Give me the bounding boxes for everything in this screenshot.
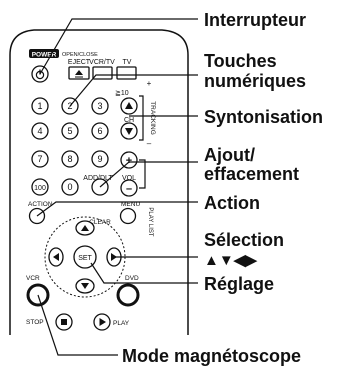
- eject-label: EJECT: [68, 59, 91, 66]
- add-dlt-label: ADD/DLT: [83, 175, 113, 182]
- eject-button[interactable]: [68, 66, 90, 80]
- up-arrow-icon: [81, 225, 89, 231]
- svg-text:–: –: [126, 183, 132, 195]
- stop-label: STOP: [26, 319, 44, 326]
- leader-reglage: [90, 262, 198, 284]
- vcr-tv-button[interactable]: [92, 66, 113, 80]
- digit-button-4[interactable]: 4: [31, 122, 49, 140]
- leader-mode: [37, 294, 118, 356]
- down-arrow-icon: [125, 128, 133, 135]
- callout-touches-line2: numériques: [204, 71, 306, 91]
- vol-minus-button[interactable]: –: [120, 179, 138, 197]
- ch-label: CH: [124, 117, 134, 124]
- play-button[interactable]: [93, 313, 111, 331]
- dpad-down-button[interactable]: [75, 278, 95, 294]
- digit-button-1[interactable]: 1: [31, 97, 49, 115]
- svg-text:4: 4: [37, 126, 42, 136]
- power-label-box: [29, 49, 59, 58]
- leader-action: [36, 201, 198, 217]
- digit-button-3[interactable]: 3: [91, 97, 109, 115]
- set-button[interactable]: SET: [73, 245, 97, 269]
- vcr-label: VCR: [26, 275, 40, 282]
- svg-text:6: 6: [97, 126, 102, 136]
- svg-text:9: 9: [97, 154, 102, 164]
- callout-interrupteur: Interrupteur: [204, 10, 306, 30]
- digit-button-100[interactable]: 100: [31, 178, 49, 196]
- digit-button-0[interactable]: 0: [61, 178, 79, 196]
- digit-button-6[interactable]: 6: [91, 122, 109, 140]
- left-arrow-icon: [53, 253, 59, 261]
- leader-ajout: [99, 161, 198, 188]
- vcr-tv-label: VCR/TV: [89, 59, 115, 66]
- menu-button[interactable]: [119, 207, 137, 225]
- svg-text:5: 5: [67, 126, 72, 136]
- callout-syntonisation: Syntonisation: [204, 107, 323, 127]
- digit-button-7[interactable]: 7: [31, 150, 49, 168]
- svg-text:–: –: [147, 139, 152, 148]
- callout-selection-arrows: ▲▼◀▶: [204, 252, 258, 269]
- stop-button[interactable]: [55, 313, 73, 331]
- callout-ajout-line2: effacement: [204, 164, 299, 184]
- dpad-left-button[interactable]: [48, 247, 64, 267]
- tv-label: TV: [123, 59, 132, 66]
- open-close-label: OPEN/CLOSE: [62, 52, 98, 58]
- play-label: PLAY: [113, 320, 130, 327]
- action-label: ACTION: [28, 201, 53, 208]
- tracking-label: TRACKING: [149, 101, 156, 135]
- svg-text:1: 1: [37, 101, 42, 111]
- svg-text:+: +: [126, 155, 132, 167]
- digit-button-9[interactable]: 9: [91, 150, 109, 168]
- plus10-label: ≧10: [115, 90, 129, 97]
- callout-mode: Mode magnétoscope: [122, 346, 301, 366]
- vol-plus-button[interactable]: +: [120, 151, 138, 169]
- svg-text:100: 100: [34, 185, 46, 192]
- eject-icon: [75, 70, 83, 75]
- play-list-label: PLAY LIST: [147, 207, 153, 236]
- callout-reglage: Réglage: [204, 274, 274, 294]
- numeric-keypad: 1 2 3 4 5 6 7 8 9 100 0: [31, 97, 109, 196]
- dvd-button[interactable]: [116, 283, 140, 307]
- menu-label: MENU: [121, 201, 140, 208]
- svg-text:7: 7: [37, 154, 42, 164]
- svg-text:0: 0: [67, 182, 72, 192]
- leader-lines: [36, 18, 198, 356]
- callout-touches-line1: Touches: [204, 51, 277, 71]
- callout-action: Action: [204, 193, 260, 213]
- dvd-label: DVD: [125, 275, 139, 282]
- dpad-up-button[interactable]: [75, 220, 95, 236]
- vol-label: VOL: [122, 175, 136, 182]
- callout-ajout-line1: Ajout/: [204, 145, 255, 165]
- set-label: SET: [78, 255, 92, 262]
- digit-button-5[interactable]: 5: [61, 122, 79, 140]
- play-icon: [99, 318, 106, 326]
- power-label: POWER: [32, 52, 57, 59]
- stop-icon: [61, 319, 67, 325]
- tv-button[interactable]: [116, 66, 137, 80]
- vol-bracket: [139, 159, 146, 189]
- ch-down-button[interactable]: [120, 122, 138, 140]
- svg-text:8: 8: [67, 154, 72, 164]
- up-arrow-icon: [125, 102, 133, 109]
- digit-button-8[interactable]: 8: [61, 150, 79, 168]
- callout-selection-line1: Sélection: [204, 230, 284, 250]
- leader-touches: [69, 74, 198, 107]
- down-arrow-icon: [81, 283, 89, 289]
- svg-text:+: +: [147, 79, 152, 88]
- tracking-bracket: [139, 95, 144, 141]
- svg-text:3: 3: [97, 101, 102, 111]
- clear-label: CLEAR: [89, 219, 111, 226]
- ch-up-button[interactable]: [120, 97, 138, 115]
- leader-interrupteur: [39, 18, 198, 75]
